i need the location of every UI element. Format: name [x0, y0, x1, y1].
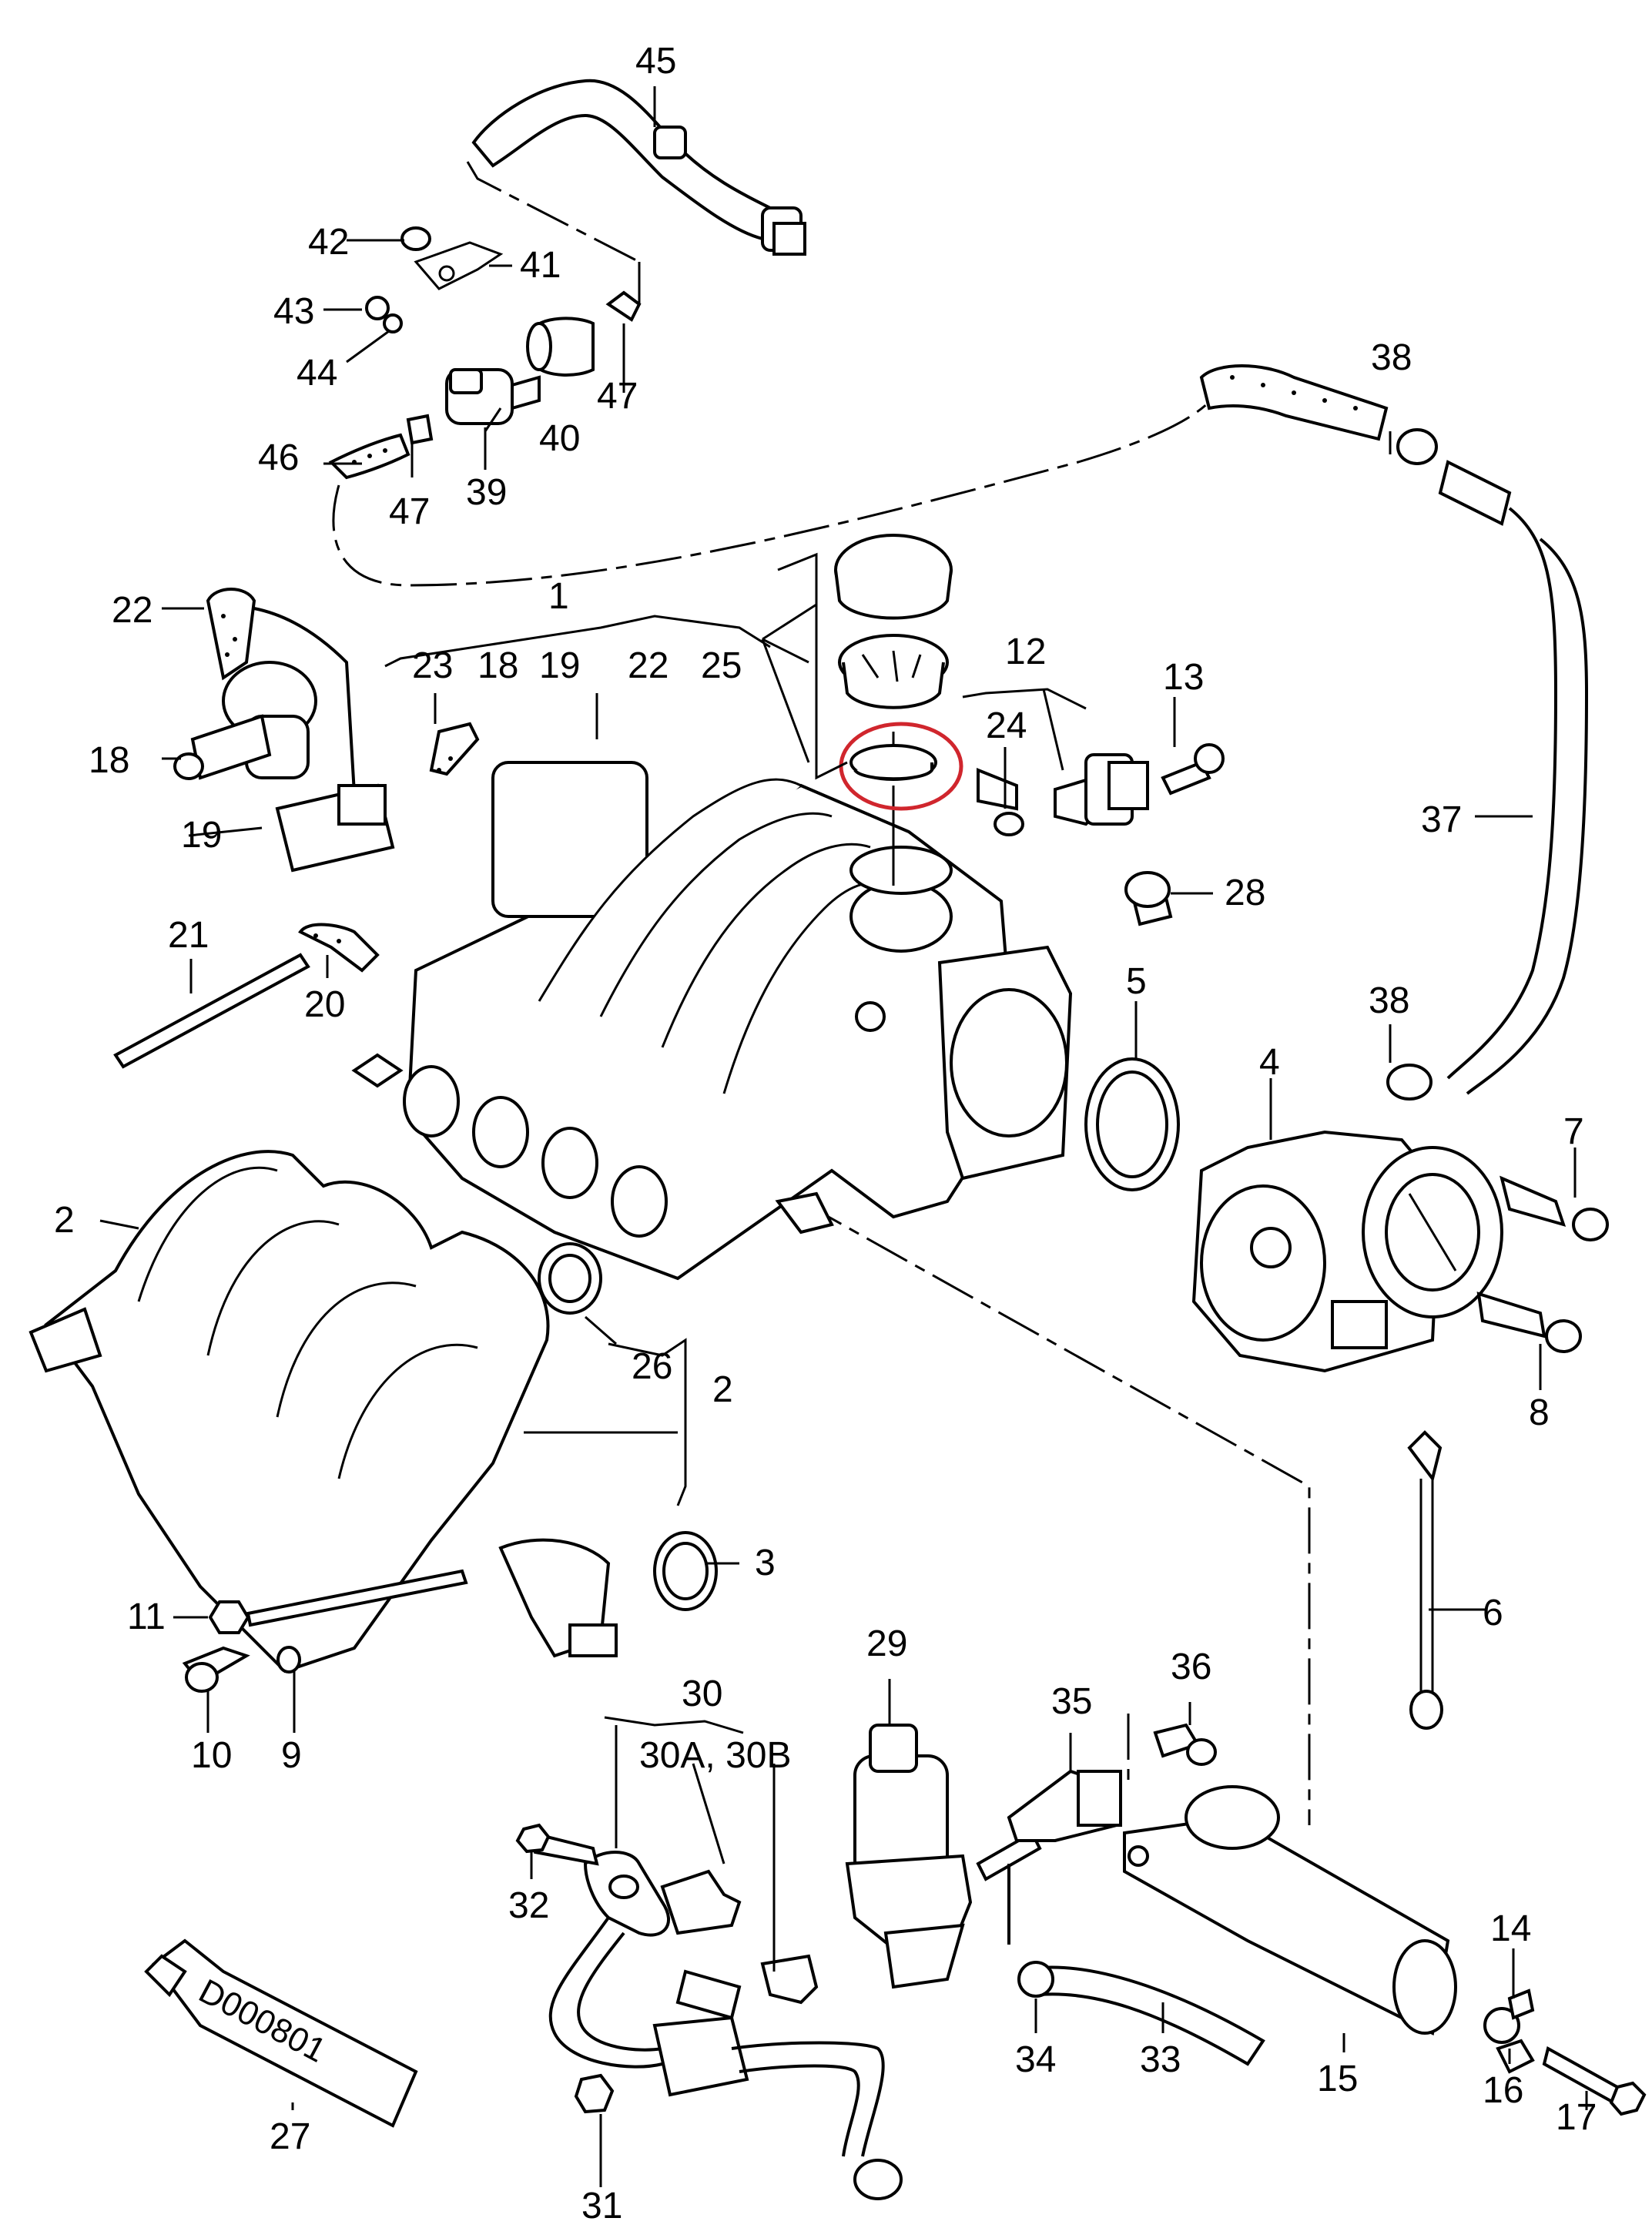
label-7: 7: [1563, 1111, 1584, 1152]
label-32: 32: [508, 1885, 549, 1926]
label-37: 37: [1421, 799, 1462, 840]
dashed-connections: [332, 161, 1311, 1825]
label-26: 26: [632, 1346, 672, 1387]
label-29: 29: [866, 1623, 907, 1664]
label-group-18: 18: [478, 645, 518, 686]
label-19: 19: [181, 815, 222, 856]
label-28: 28: [1225, 873, 1265, 913]
label-group-23: 23: [412, 645, 453, 686]
label-14: 14: [1490, 1908, 1531, 1949]
label-1: 1: [548, 576, 569, 617]
label-41: 41: [520, 245, 561, 286]
sensor-parts: [994, 743, 1225, 926]
hose-45: [471, 79, 806, 256]
label-2-mid: 2: [712, 1369, 733, 1410]
label-3: 3: [755, 1543, 776, 1583]
label-33: 33: [1140, 2039, 1181, 2080]
label-16: 16: [1483, 2070, 1523, 2111]
label-34: 34: [1015, 2039, 1056, 2080]
label-8: 8: [1529, 1392, 1550, 1433]
label-12: 12: [1005, 632, 1046, 672]
label-10: 10: [191, 1735, 232, 1776]
label-30ab: 30A, 30B: [639, 1735, 791, 1776]
label-38-top: 38: [1371, 337, 1412, 378]
label-21: 21: [168, 915, 209, 956]
label-44: 44: [297, 353, 337, 394]
label-39: 39: [466, 472, 507, 513]
label-30: 30: [682, 1674, 722, 1714]
label-36: 36: [1171, 1647, 1211, 1687]
vent-assembly: [328, 226, 642, 480]
throttle-assembly: [1084, 1057, 1609, 1730]
label-17: 17: [1556, 2097, 1597, 2138]
label-6: 6: [1483, 1593, 1503, 1633]
label-22-left: 22: [112, 590, 152, 631]
label-18: 18: [89, 740, 129, 781]
label-47-left: 47: [389, 491, 430, 532]
label-46: 46: [258, 437, 299, 478]
label-42: 42: [308, 222, 349, 263]
label-20: 20: [304, 984, 345, 1025]
label-15: 15: [1317, 2059, 1358, 2099]
label-group-25: 25: [701, 645, 742, 686]
hose-37: [1199, 364, 1589, 1101]
label-35: 35: [1051, 1681, 1092, 1722]
label-40: 40: [539, 418, 580, 459]
label-5: 5: [1126, 961, 1147, 1002]
label-4: 4: [1259, 1042, 1280, 1083]
label-27: 27: [270, 2116, 310, 2157]
label-38-mid: 38: [1369, 980, 1409, 1021]
label-43: 43: [273, 291, 314, 332]
label-9: 9: [281, 1735, 302, 1776]
part-labels: 45 42 41 43 44 47 40 46 39 47 38 1 22 23…: [54, 41, 1597, 2226]
label-13: 13: [1163, 657, 1204, 698]
intake-manifold-upper: [351, 761, 1073, 1281]
label-group-19: 19: [539, 645, 580, 686]
label-31: 31: [581, 2186, 622, 2226]
label-11: 11: [127, 1596, 166, 1637]
left-upper-parts: [113, 588, 480, 1069]
label-2-top: 2: [54, 1200, 75, 1241]
label-24: 24: [986, 705, 1027, 746]
cap-assembly-25: [834, 534, 963, 886]
label-group-22: 22: [628, 645, 669, 686]
label-47-right: 47: [597, 376, 638, 417]
label-45: 45: [635, 41, 676, 82]
intake-manifold-lower: [28, 1150, 718, 1693]
egr-assembly: D000801: [144, 1723, 1647, 2200]
leader-lines: [99, 86, 1588, 2187]
